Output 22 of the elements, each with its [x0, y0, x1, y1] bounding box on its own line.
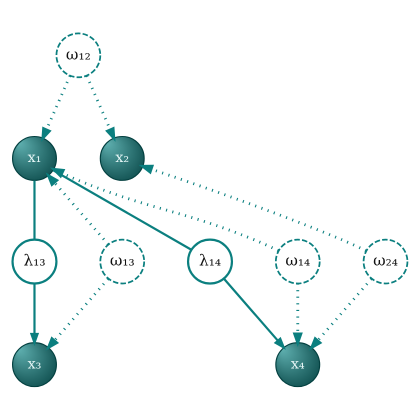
arrow — [86, 75, 116, 142]
node-circle: λ₁₄ — [186, 238, 234, 285]
arrow — [30, 284, 40, 346]
arrow — [46, 172, 110, 246]
arrow — [138, 164, 367, 252]
arrow — [308, 278, 372, 351]
node-circle: ω₁₃ — [99, 238, 146, 284]
connector — [52, 169, 192, 251]
connector — [33, 180, 36, 240]
node-circle: ω₂₄ — [362, 238, 408, 284]
node-circle: ω₁₄ — [274, 238, 321, 284]
arrow — [46, 278, 110, 351]
arrow — [223, 278, 286, 350]
node-circle: x₁ — [12, 136, 57, 181]
arrow — [41, 75, 72, 142]
node-circle: x₄ — [275, 342, 320, 388]
node-circle: x₃ — [12, 342, 57, 388]
arrow — [50, 168, 279, 252]
node-circle: x₂ — [100, 136, 145, 181]
node-circle: λ₁₃ — [11, 238, 58, 285]
arrow — [292, 284, 303, 347]
node-circle: ω₁₂ — [56, 32, 102, 78]
